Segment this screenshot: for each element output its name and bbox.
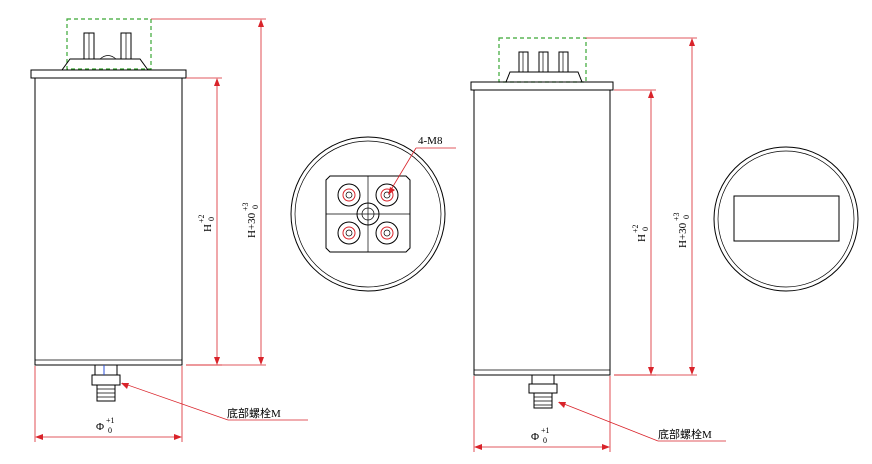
right-terminal-1 xyxy=(518,51,529,73)
center-mount-label: 4-M8 xyxy=(418,135,443,147)
right-h-label: H +2 0 xyxy=(631,224,650,242)
svg-text:0: 0 xyxy=(251,205,260,209)
svg-text:Φ: Φ xyxy=(531,431,539,443)
left-can-body xyxy=(34,77,183,366)
left-h-label: H +2 0 xyxy=(197,214,216,232)
center-outer-circle xyxy=(290,136,446,292)
right-can-body xyxy=(473,89,611,376)
svg-text:0: 0 xyxy=(682,215,691,219)
right-terminal-zone xyxy=(498,37,587,83)
left-bottom-bolt xyxy=(94,364,118,376)
left-h30-label: H+30 +3 0 xyxy=(241,202,260,238)
svg-text:+3: +3 xyxy=(241,202,250,211)
right-capacitor xyxy=(470,37,726,452)
left-h30-dimension xyxy=(151,18,266,366)
svg-text:+1: +1 xyxy=(541,426,550,435)
right-bottom-bolt xyxy=(531,374,555,385)
right-h30-dimension xyxy=(586,37,697,376)
right-terminal-2 xyxy=(538,51,549,73)
left-cover xyxy=(61,58,149,71)
right-cover xyxy=(505,71,583,83)
svg-text:+3: +3 xyxy=(672,212,681,221)
svg-text:H: H xyxy=(636,234,648,242)
svg-text:+2: +2 xyxy=(631,224,640,233)
svg-text:H+30: H+30 xyxy=(246,212,258,238)
center-mount-leader xyxy=(388,147,456,195)
right-bolt-leader xyxy=(558,401,726,442)
right-h30-label: H+30 +3 0 xyxy=(672,212,691,248)
svg-text:H+30: H+30 xyxy=(677,222,689,248)
svg-text:0: 0 xyxy=(543,436,547,445)
right-terminal-block xyxy=(733,195,840,242)
svg-text:0: 0 xyxy=(207,217,216,221)
left-lid xyxy=(30,69,187,79)
left-bolt-label: 底部螺栓M xyxy=(227,406,281,420)
right-bolt-label: 底部螺栓M xyxy=(658,427,712,441)
center-terminal-pads xyxy=(337,183,399,245)
left-terminal-zone xyxy=(66,18,152,70)
svg-text:0: 0 xyxy=(108,426,112,435)
right-top-view xyxy=(713,146,859,292)
center-terminal-base xyxy=(325,175,411,253)
right-terminal-3 xyxy=(558,51,569,73)
left-width-label: Φ +1 0 xyxy=(96,416,115,435)
left-capacitor xyxy=(30,18,308,442)
svg-text:+1: +1 xyxy=(106,416,115,425)
center-top-view xyxy=(290,136,456,292)
svg-text:+2: +2 xyxy=(197,214,206,223)
left-width-dimension xyxy=(34,366,183,442)
left-bolt-leader xyxy=(121,382,308,421)
right-outer-circle xyxy=(713,146,859,292)
right-lid xyxy=(470,81,614,91)
svg-text:H: H xyxy=(202,224,214,232)
right-width-dimension xyxy=(473,376,611,452)
center-hub xyxy=(356,202,380,226)
svg-text:Φ: Φ xyxy=(96,421,104,433)
svg-text:0: 0 xyxy=(641,227,650,231)
right-width-label: Φ +1 0 xyxy=(531,426,550,445)
